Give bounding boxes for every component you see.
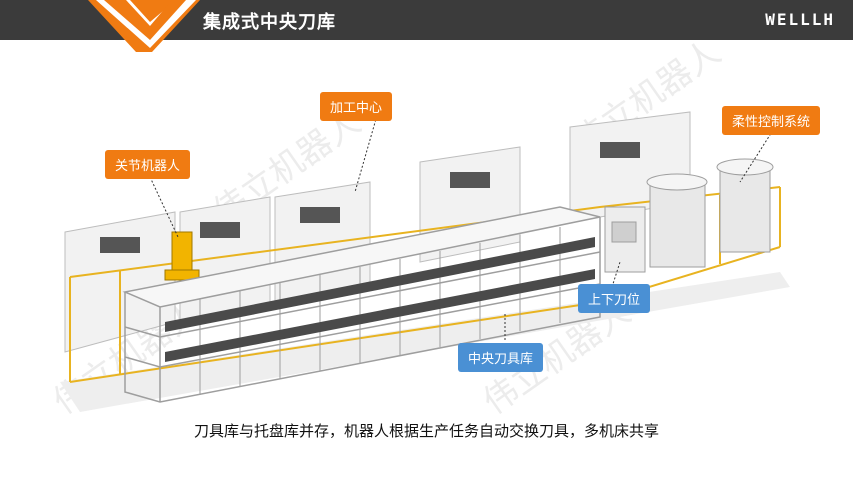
- callout-machining-center: 加工中心: [320, 92, 393, 121]
- flexible-control-system: [646, 158, 774, 268]
- header-bar: 集成式中央刀库 WELLLH: [0, 0, 853, 52]
- callout-load-unload-station: 上下刀位: [578, 284, 651, 313]
- chevron-logo-icon: [88, 0, 200, 52]
- slide-caption: 刀具库与托盘库并存，机器人根据生产任务自动交换刀具，多机床共享: [193, 422, 659, 440]
- callout-joint-robot: 关节机器人: [105, 150, 191, 179]
- page-title: 集成式中央刀库: [203, 12, 336, 33]
- central-tool-magazine: [122, 206, 601, 403]
- callout-central-tool-magazine: 中央刀具库: [458, 343, 544, 372]
- joint-robot: [164, 231, 200, 281]
- load-unload-station: [604, 206, 646, 273]
- callout-flexible-control-system: 柔性控制系统: [722, 106, 821, 135]
- brand-logo: WELLLH: [765, 10, 835, 29]
